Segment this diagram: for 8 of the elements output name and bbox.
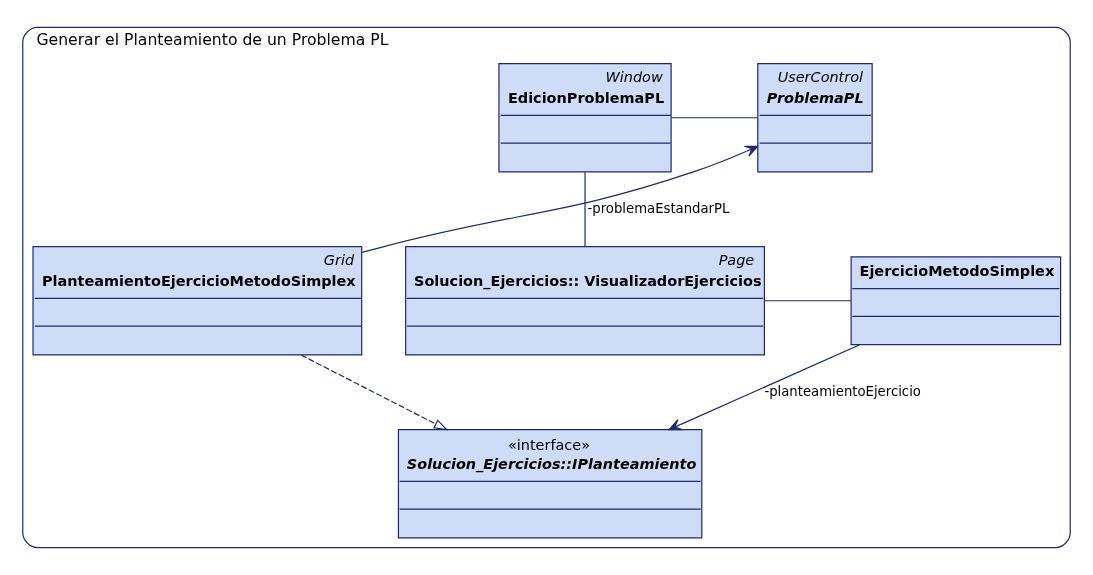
arrow: [300, 354, 449, 431]
edge-label: -planteamientoEjercicio: [764, 383, 921, 399]
edge-label: -problemaEstandarPL: [587, 200, 730, 216]
connector: [584, 171, 586, 247]
arrow: [668, 344, 861, 431]
connector: [764, 300, 852, 302]
connector: [670, 117, 759, 119]
arrow: [361, 145, 759, 253]
